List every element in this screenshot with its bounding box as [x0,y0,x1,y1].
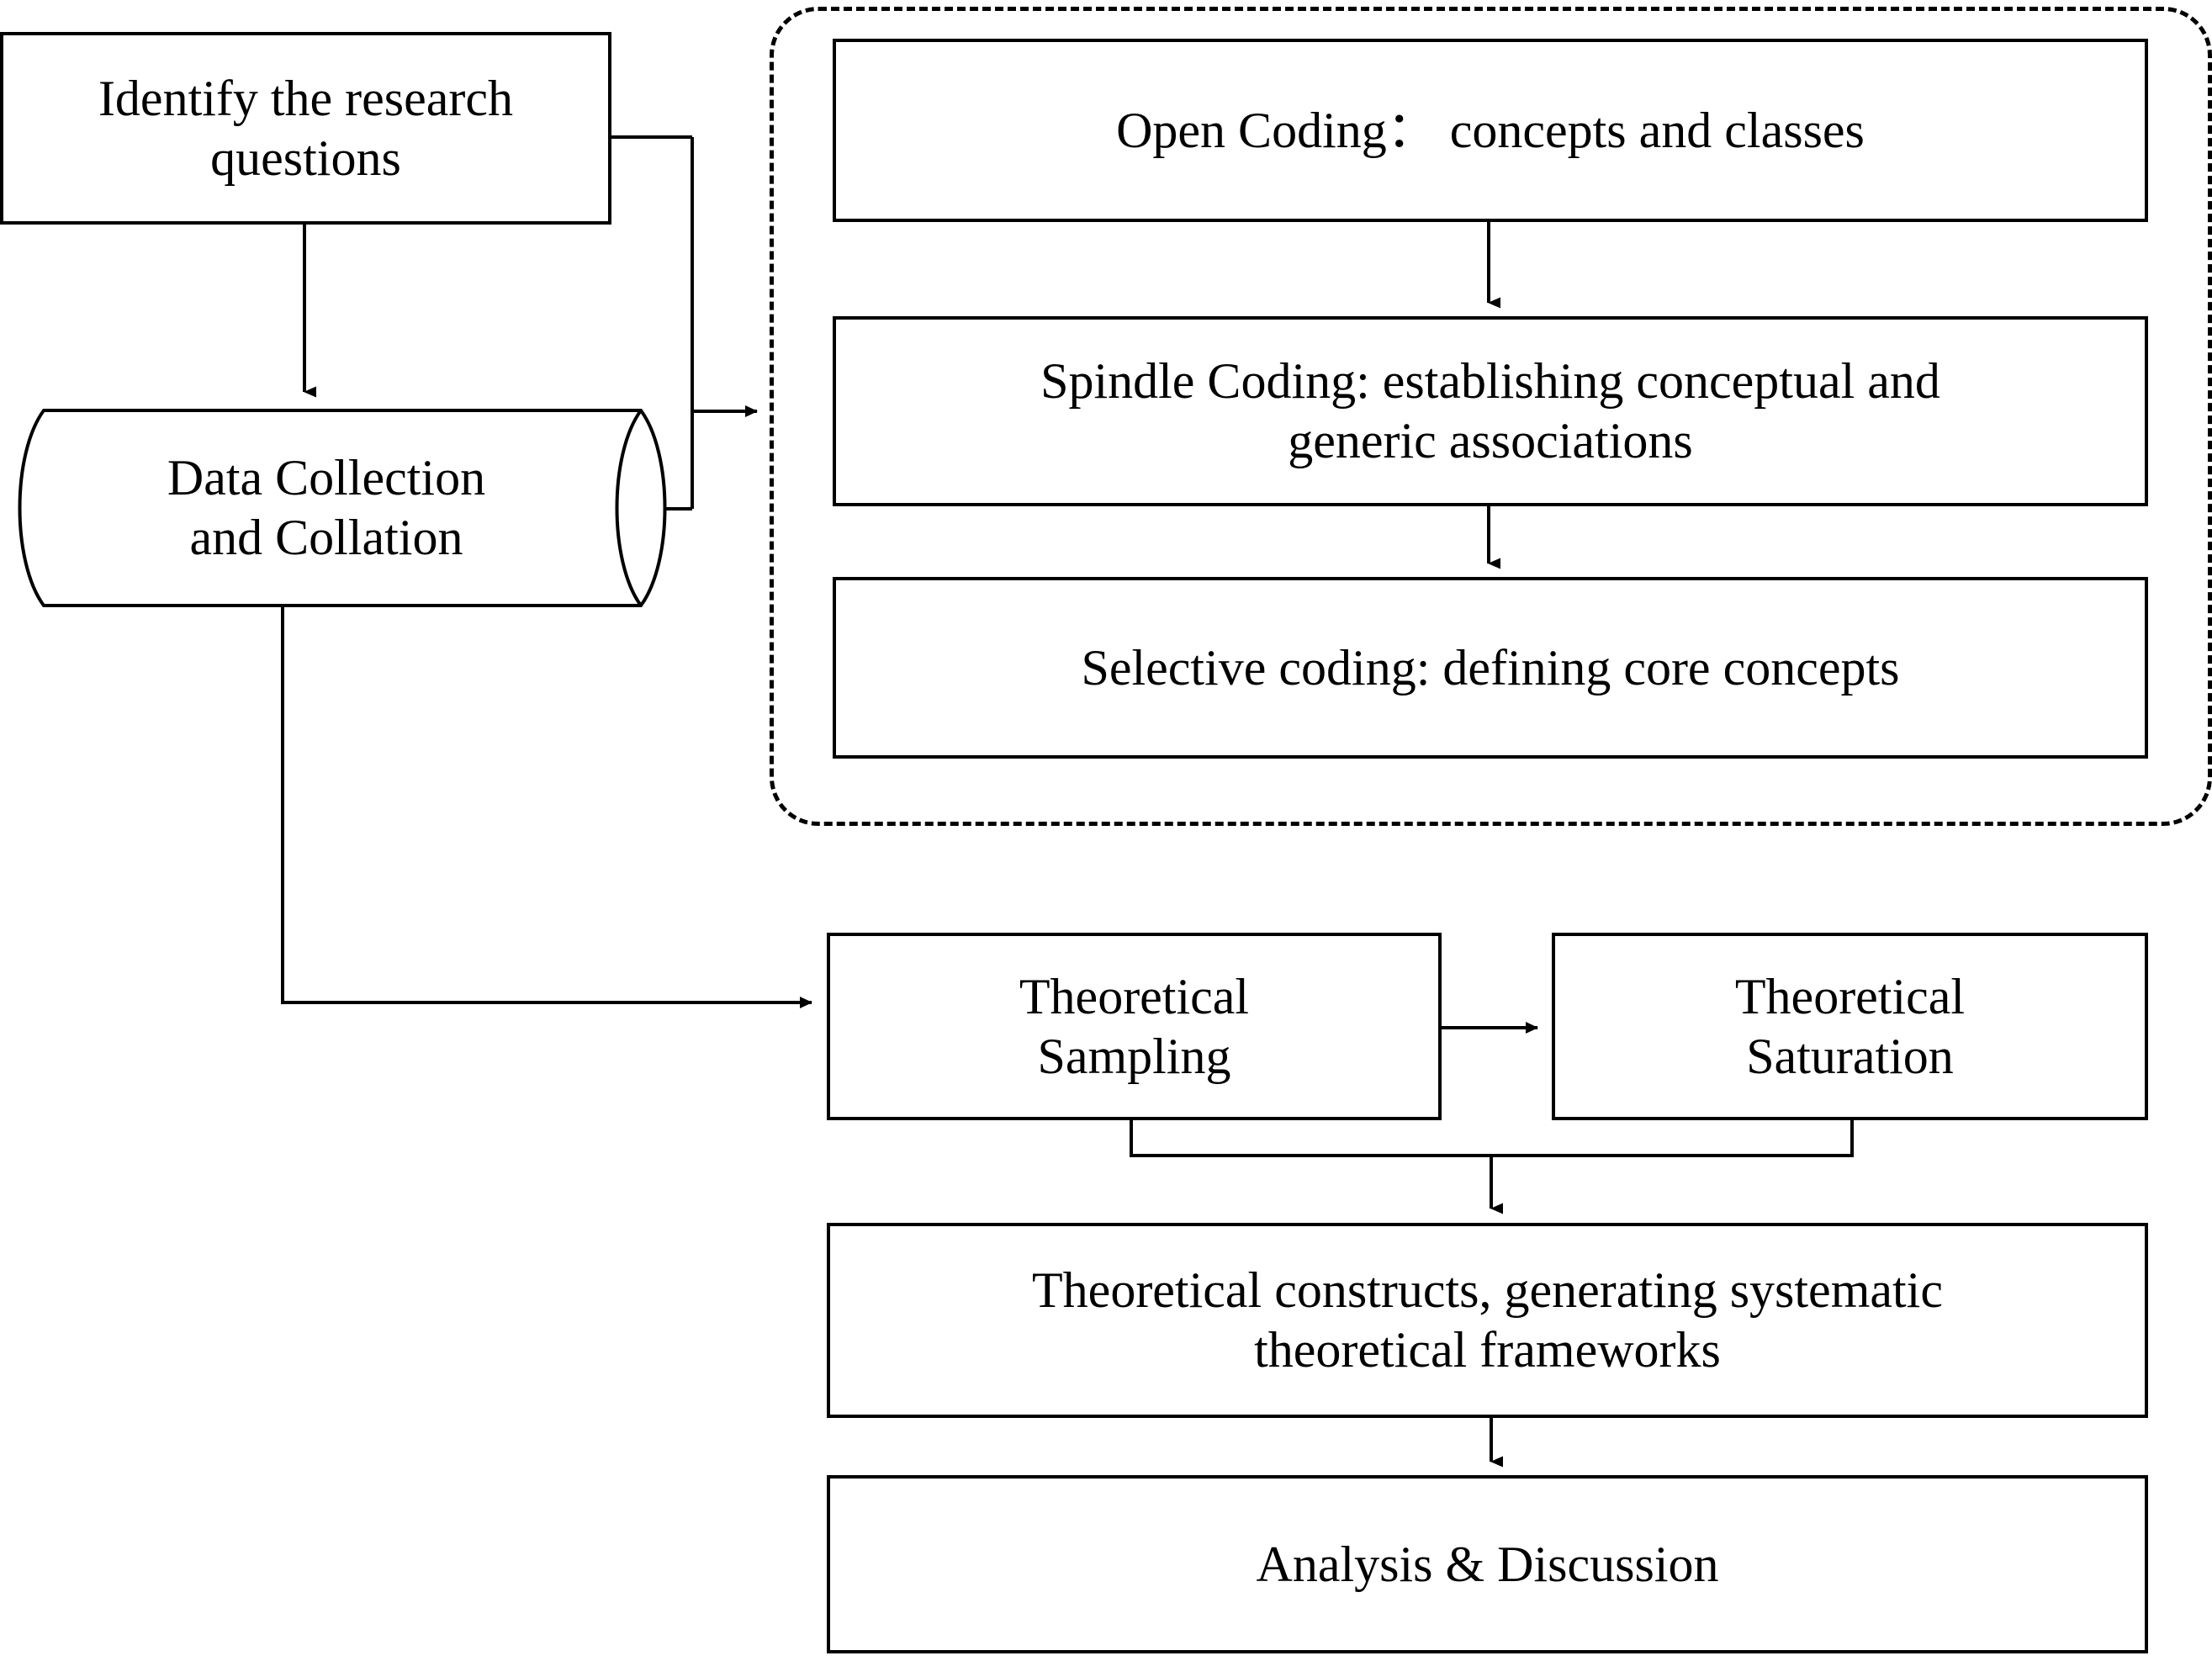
node-identify-research-questions[interactable]: Identify the research questions [0,32,611,225]
node-label: Selective coding: defining core concepts [1081,639,1900,696]
node-label: Open Coding： concepts and classes [1116,102,1865,158]
node-label: Theoretical constructs, generating syste… [1032,1262,1943,1378]
coding-group-container [770,7,2212,826]
node-selective-coding[interactable]: Selective coding: defining core concepts [833,577,2148,759]
node-analysis-and-discussion[interactable]: Analysis & Discussion [827,1475,2148,1653]
node-open-coding[interactable]: Open Coding： concepts and classes [833,39,2148,222]
node-label: Theoretical Saturation [1734,968,1966,1084]
node-theoretical-saturation[interactable]: Theoretical Saturation [1552,933,2148,1120]
node-label: Spindle Coding: establishing conceptual … [1040,353,1940,468]
node-label: Identify the research questions [98,70,514,186]
node-spindle-coding[interactable]: Spindle Coding: establishing conceptual … [833,316,2148,506]
node-label: Analysis & Discussion [1256,1536,1719,1592]
edge-sampling-saturation-to-constructs [1130,1120,1854,1214]
node-label: Theoretical Sampling [1019,968,1250,1084]
node-data-collection-and-collation[interactable]: Data Collection and Collation [12,410,641,606]
coding-group-trunk [691,137,758,509]
node-theoretical-constructs[interactable]: Theoretical constructs, generating syste… [827,1223,2148,1418]
node-label: Data Collection and Collation [167,449,486,565]
edge-data-to-sampling [281,606,812,1008]
node-theoretical-sampling[interactable]: Theoretical Sampling [827,933,1442,1120]
data-collection-cylinder-shape [18,409,667,607]
